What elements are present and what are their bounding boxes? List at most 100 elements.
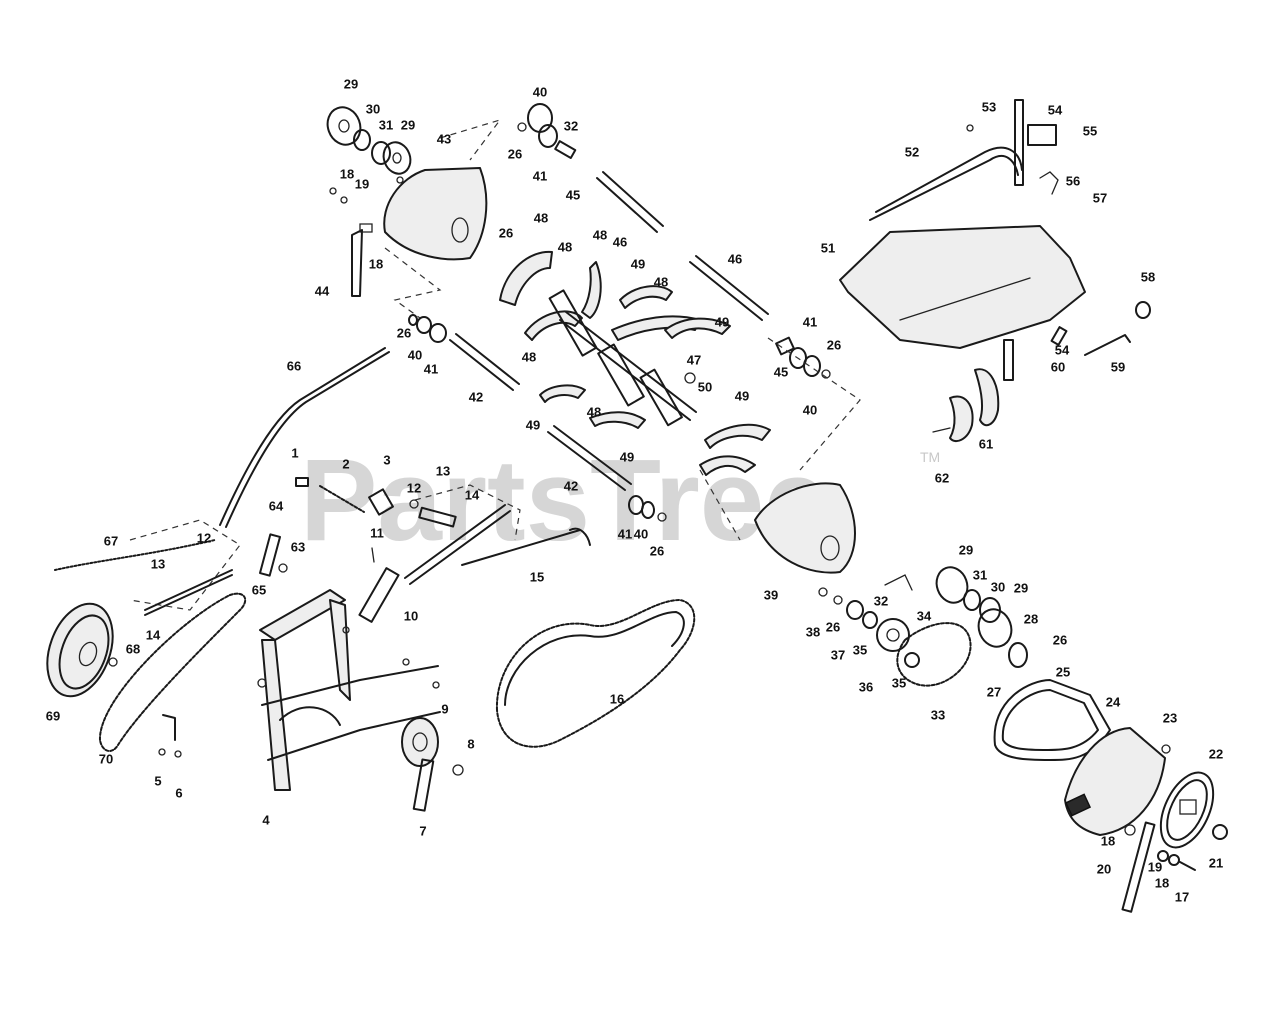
callout-label: 64 xyxy=(269,498,284,513)
callout-label: 4 xyxy=(262,812,270,827)
callout-label: 30 xyxy=(366,101,380,116)
callout-label: 7 xyxy=(419,823,426,838)
callout-label: 66 xyxy=(287,358,301,373)
callout-label: 18 xyxy=(340,166,354,181)
callout-label: 41 xyxy=(803,314,817,329)
callout-label: 60 xyxy=(1051,359,1065,374)
callout-label: 44 xyxy=(315,283,330,298)
callout-label: 3 xyxy=(383,452,390,467)
callout-label: 48 xyxy=(534,210,548,225)
callout-label: 56 xyxy=(1066,173,1080,188)
callout-label: 29 xyxy=(1014,580,1028,595)
right-drive-group xyxy=(993,679,1228,913)
callout-label: 36 xyxy=(859,679,873,694)
watermark-trademark: TM xyxy=(920,449,940,465)
callout-label: 48 xyxy=(522,349,536,364)
callout-label: 46 xyxy=(728,251,742,266)
callout-label: 26 xyxy=(508,146,522,161)
left-drive-group xyxy=(46,533,288,758)
callout-label: 61 xyxy=(979,436,993,451)
callout-label: 49 xyxy=(735,388,749,403)
callout-label: 26 xyxy=(826,619,840,634)
callout-label: 10 xyxy=(404,608,418,623)
left-tine-shield-group xyxy=(326,106,488,297)
callout-label: 42 xyxy=(469,389,483,404)
callout-label: 18 xyxy=(1101,833,1115,848)
callout-label: 57 xyxy=(1093,190,1107,205)
lower-shafts xyxy=(408,314,667,522)
callout-label: 38 xyxy=(806,624,820,639)
callout-label: 48 xyxy=(587,404,601,419)
callout-label: 32 xyxy=(874,593,888,608)
callout-label: 63 xyxy=(291,539,305,554)
callout-label: 12 xyxy=(197,530,211,545)
callout-label: 48 xyxy=(558,239,572,254)
main-frame-group xyxy=(257,589,464,812)
callout-label: 30 xyxy=(991,579,1005,594)
callout-label: 41 xyxy=(533,168,547,183)
callout-label: 37 xyxy=(831,647,845,662)
callout-label: 53 xyxy=(982,99,996,114)
callout-label: 49 xyxy=(620,449,634,464)
callout-label: 47 xyxy=(687,352,701,367)
center-dashed-guide xyxy=(129,484,521,611)
callout-label: 25 xyxy=(1056,664,1070,679)
right-chain-case-group xyxy=(754,482,1028,687)
callout-label: 43 xyxy=(437,131,451,146)
callout-label: 14 xyxy=(465,487,480,502)
upper-shaft-group xyxy=(517,103,769,321)
callout-label: 19 xyxy=(355,176,369,191)
callout-label: 27 xyxy=(987,684,1001,699)
callout-label: 70 xyxy=(99,751,113,766)
callout-label: 50 xyxy=(698,379,712,394)
callout-label: 52 xyxy=(905,144,919,159)
callout-label: 21 xyxy=(1209,855,1223,870)
callout-label: 67 xyxy=(104,533,118,548)
callout-label: 6 xyxy=(175,785,182,800)
callout-label: 28 xyxy=(1024,611,1038,626)
callout-label: 13 xyxy=(151,556,165,571)
callout-label: 49 xyxy=(715,314,729,329)
callout-label: 29 xyxy=(401,117,415,132)
callout-label: 40 xyxy=(634,526,648,541)
callout-label: 19 xyxy=(1148,859,1162,874)
callout-label: 35 xyxy=(892,675,906,690)
belt-guard-25-outline xyxy=(504,611,685,706)
callout-label: 41 xyxy=(618,526,632,541)
right-shield-group xyxy=(839,99,1151,443)
callout-label: 46 xyxy=(613,234,627,249)
callout-label: 26 xyxy=(397,325,411,340)
callout-label: 15 xyxy=(530,569,544,584)
callout-label: 22 xyxy=(1209,746,1223,761)
callout-label: 11 xyxy=(370,525,384,540)
callout-label: 58 xyxy=(1141,269,1155,284)
callout-label: 40 xyxy=(408,347,422,362)
callout-label: 18 xyxy=(1155,875,1169,890)
callout-label: 68 xyxy=(126,641,140,656)
callout-label: 18 xyxy=(369,256,383,271)
callout-label: 51 xyxy=(821,240,835,255)
callout-label: 40 xyxy=(533,84,547,99)
center-controls-group xyxy=(219,347,591,623)
callout-label: 45 xyxy=(566,187,580,202)
callout-label: 17 xyxy=(1175,889,1189,904)
right-dashed-guide xyxy=(699,337,861,541)
callout-label: 65 xyxy=(252,582,266,597)
watermark-text: PartsTree xyxy=(300,435,829,565)
callout-label: 34 xyxy=(917,608,932,623)
callout-label: 26 xyxy=(827,337,841,352)
drive-belt-16 xyxy=(495,599,696,748)
callout-label: 62 xyxy=(935,470,949,485)
callout-label: 33 xyxy=(931,707,945,722)
tine-assembly xyxy=(499,250,771,476)
left-shield-dashed-guide xyxy=(384,118,502,319)
callout-label: 41 xyxy=(424,361,438,376)
callout-label: 54 xyxy=(1055,342,1070,357)
callout-label: 32 xyxy=(564,118,578,133)
callout-label: 5 xyxy=(154,773,161,788)
callout-label: 1 xyxy=(291,445,298,460)
callout-label: 9 xyxy=(441,701,448,716)
callout-label: 24 xyxy=(1106,694,1121,709)
